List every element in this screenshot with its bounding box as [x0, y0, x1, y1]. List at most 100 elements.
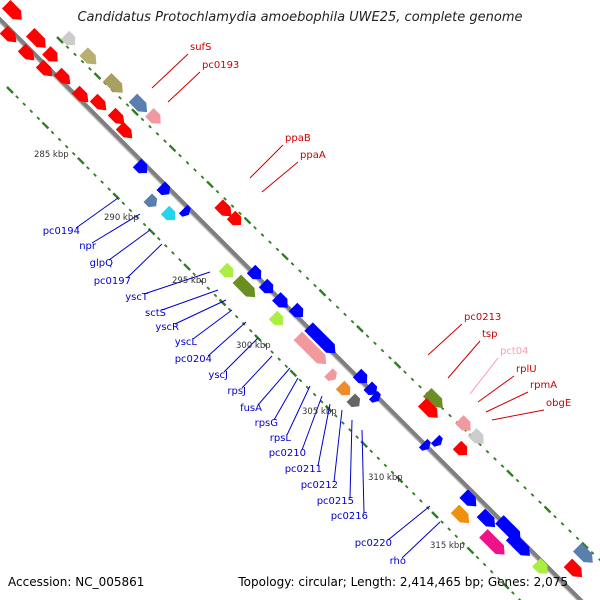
tick-mark-inner [234, 314, 239, 319]
label-leader [75, 197, 119, 229]
gene-reverse-shape [178, 204, 191, 217]
tick-mark-inner [15, 95, 19, 99]
tick-mark-inner [461, 541, 466, 546]
gene-forward-shape [563, 558, 583, 578]
tick-mark-inner [112, 192, 121, 201]
gene-forward-inner [107, 107, 125, 125]
gene-label-forward: ppaB [285, 133, 311, 144]
gene-reverse [246, 264, 262, 280]
tick-mark-inner [206, 286, 211, 291]
gene-forward-inner-shape [71, 85, 89, 103]
gene-reverse [430, 434, 443, 447]
tick-mark-outer [393, 361, 402, 369]
gene-reverse-shape [352, 368, 368, 384]
label-leader [491, 409, 545, 421]
tick-mark-outer [410, 377, 415, 382]
scale-label: 305 kbp [302, 407, 337, 417]
tick-mark-inner [218, 298, 227, 307]
tick-mark-outer [553, 514, 557, 519]
gene-reverse [346, 393, 361, 408]
label-leader [192, 309, 233, 340]
tick-mark-outer [206, 180, 214, 189]
gene-forward [417, 397, 438, 418]
tick-mark-inner [163, 243, 168, 248]
gene-reverse-shape [272, 292, 288, 308]
tick-mark-inner [431, 511, 439, 519]
tick-mark-outer [155, 132, 160, 136]
tick-mark-outer [485, 449, 490, 454]
tick-mark-inner [305, 385, 310, 390]
gene-reverse-shape [288, 302, 304, 318]
gene-forward-inner [71, 85, 89, 103]
tick-mark-inner [135, 215, 140, 220]
tick-mark-outer [493, 457, 497, 461]
tick-mark-inner [482, 562, 487, 567]
tick-mark-inner [128, 208, 133, 213]
gene-forward-shape [79, 47, 97, 65]
tick-mark-inner [50, 130, 55, 135]
gene-reverse [132, 158, 148, 174]
scale-label: 295 kbp [172, 276, 207, 286]
gene-reverse-shape [363, 381, 378, 396]
tick-mark-inner [475, 555, 480, 560]
gene-forward-shape [226, 210, 242, 226]
gene-label-reverse: rho [390, 556, 406, 567]
gene-forward-shape [468, 428, 484, 444]
gene-reverse-shape [268, 310, 284, 326]
gene-reverse-shape [532, 558, 548, 574]
gene-forward [563, 558, 583, 578]
gene-forward [25, 27, 46, 48]
tick-mark-outer [515, 478, 520, 483]
gene-reverse [156, 181, 171, 196]
tick-mark-outer [65, 45, 70, 50]
gene-forward [128, 93, 148, 113]
label-leader [207, 321, 247, 357]
tick-mark-outer [538, 500, 542, 505]
tick-mark-inner [501, 581, 510, 590]
label-leader [249, 144, 284, 179]
backbone-line [0, 16, 584, 600]
gene-reverse [532, 558, 548, 574]
tick-mark-outer [478, 442, 482, 447]
tick-mark-outer [575, 536, 580, 541]
tick-mark-outer [506, 469, 514, 478]
tick-mark-inner [71, 151, 76, 156]
tick-mark-outer [125, 103, 130, 107]
tick-mark-inner [36, 116, 41, 121]
label-leader [151, 53, 189, 89]
tick-mark-outer [268, 240, 272, 245]
tick-mark-outer [193, 168, 197, 172]
gene-reverse [304, 322, 336, 354]
gene-forward-inner [0, 25, 17, 43]
gene-reverse-shape [218, 262, 234, 278]
tick-mark-inner [333, 413, 338, 418]
genome-summary: Topology: circular; Length: 2,414,465 bp… [238, 575, 568, 589]
gene-forward-inner-shape [53, 67, 71, 85]
gene-label-reverse: yscJ [208, 370, 228, 381]
tick-mark-outer [73, 52, 77, 57]
tick-mark-outer [260, 233, 265, 237]
label-leader [126, 243, 163, 279]
tick-mark-outer [590, 550, 595, 555]
tick-mark-inner [213, 293, 218, 298]
gene-label-forward: sufS [190, 42, 211, 53]
gene-label-reverse: pc0194 [43, 226, 80, 237]
label-leader [91, 213, 141, 244]
gene-forward [452, 440, 468, 456]
gene-label-reverse: fusA [240, 403, 262, 414]
tick-mark-outer [568, 529, 572, 533]
tick-mark-inner [447, 527, 452, 532]
tick-mark-outer [215, 189, 220, 194]
label-leader [286, 385, 311, 436]
gene-reverse-shape [324, 368, 337, 381]
label-leader [273, 377, 299, 421]
tick-mark-inner [29, 109, 34, 114]
gene-forward-shape [422, 387, 443, 408]
gene-features [0, 0, 593, 578]
label-leader [469, 357, 499, 395]
tick-mark-outer [343, 312, 347, 317]
tick-mark-inner [518, 598, 522, 600]
tick-mark-outer [335, 305, 340, 310]
tick-mark-inner [418, 498, 423, 503]
